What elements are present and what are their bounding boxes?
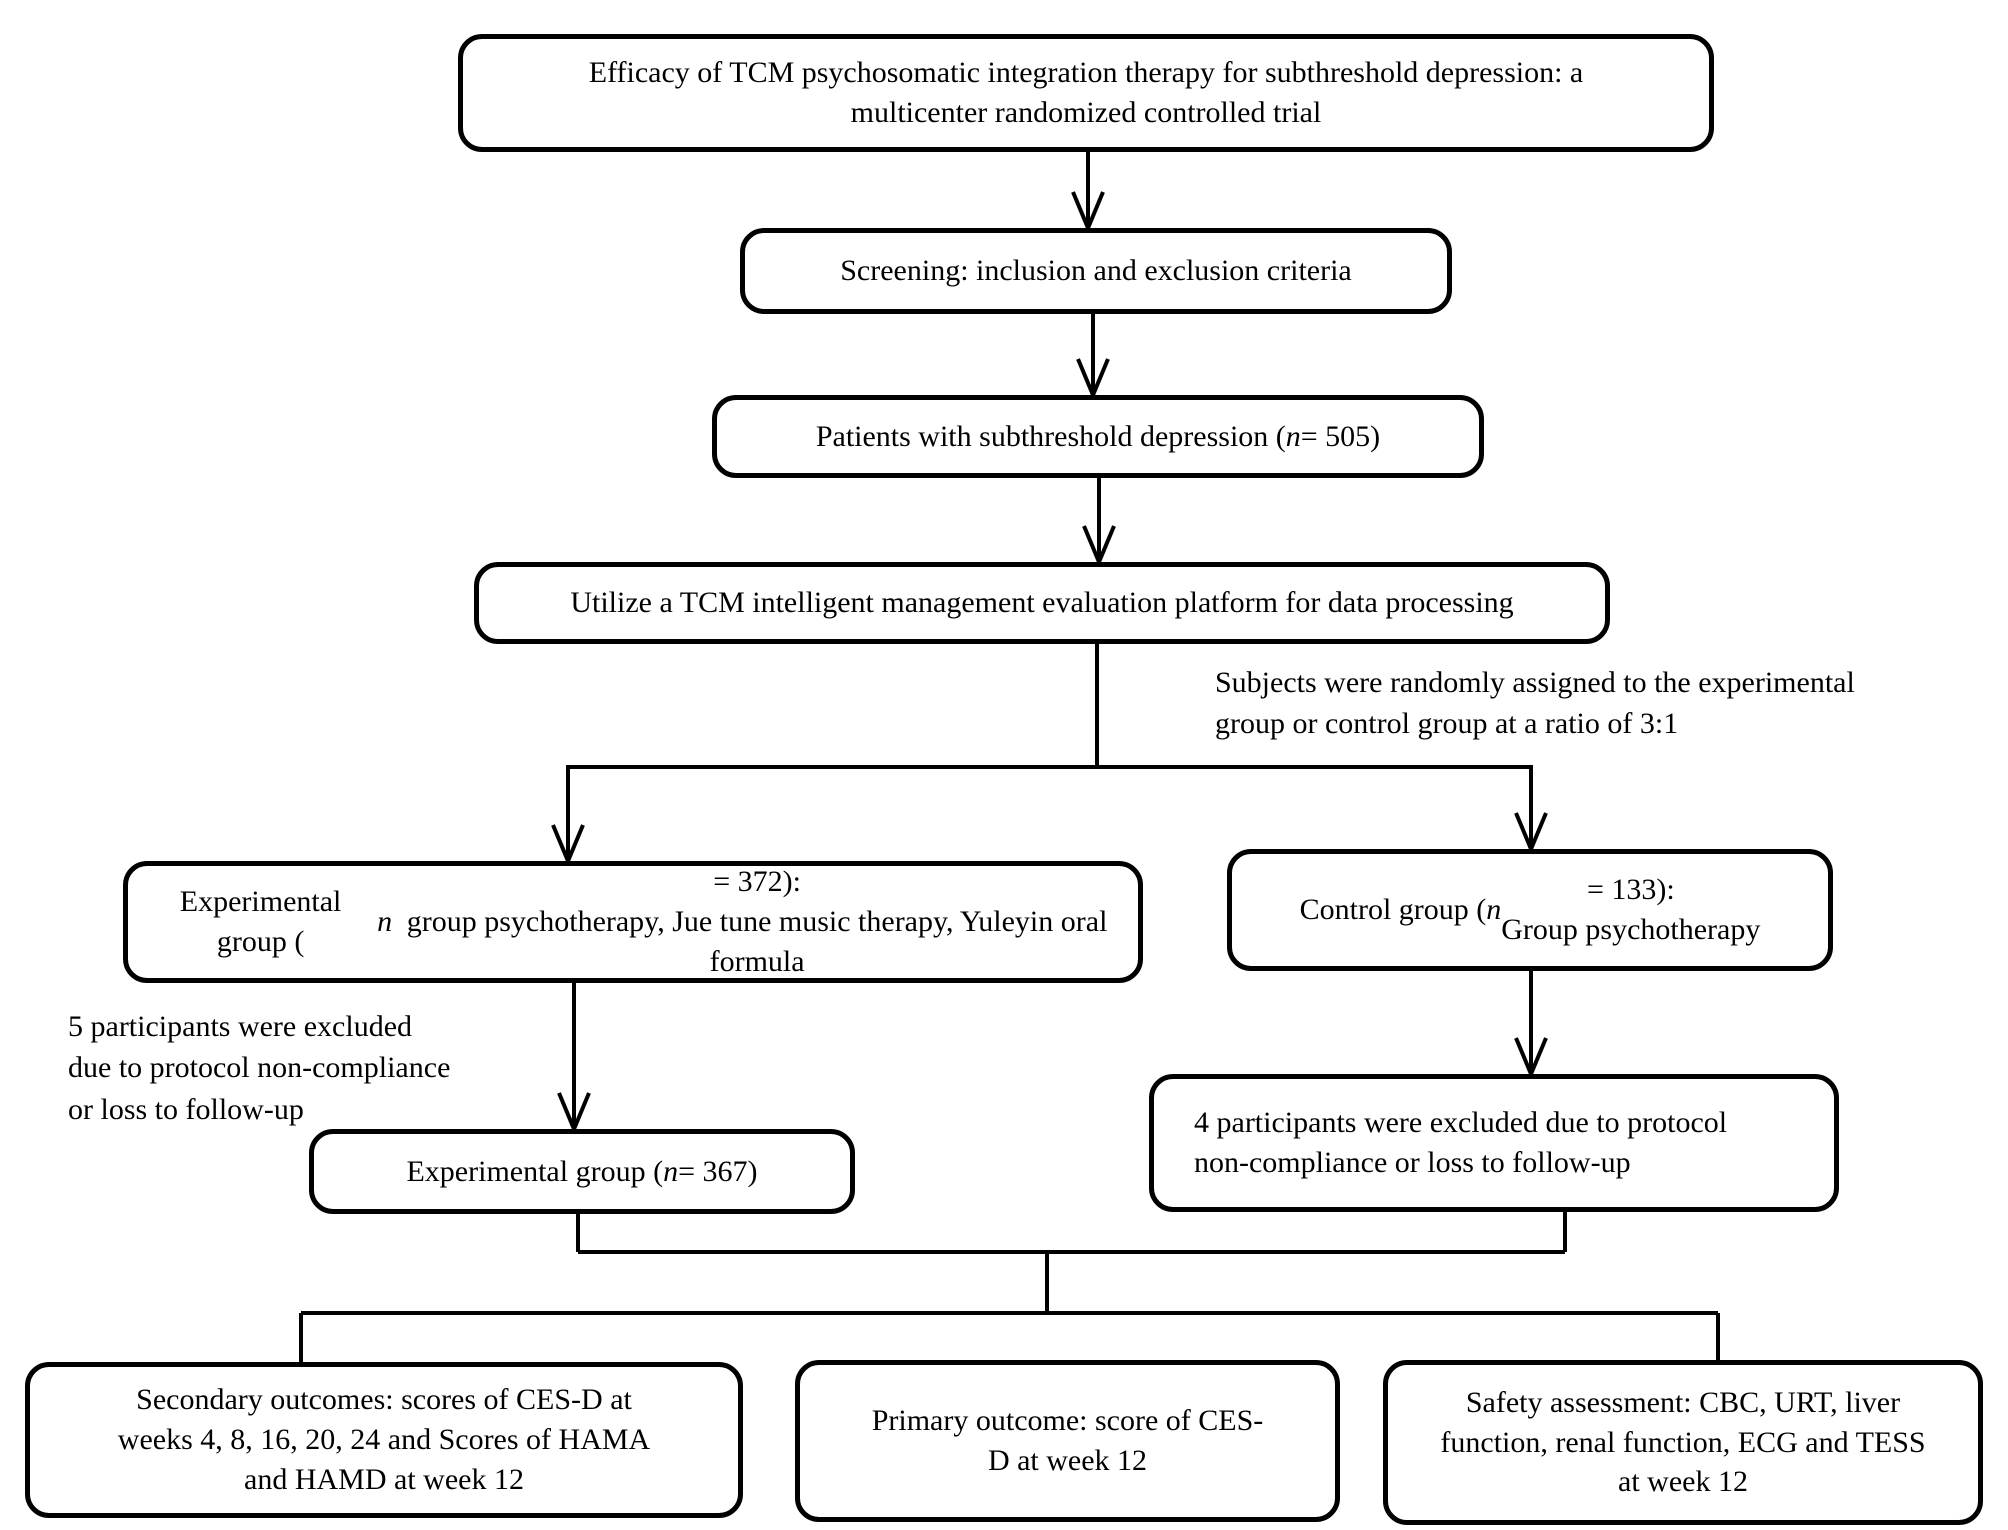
arrow-title-to-screening [1071, 152, 1105, 234]
note-randomization: Subjects were randomly assigned to the e… [1215, 666, 1855, 741]
box-experimental-group: Experimental group (n = 372): group psyc… [123, 861, 1143, 983]
arrow-patients-to-platform [1082, 478, 1116, 568]
box-control-group: Control group (n = 133): Group psychothe… [1227, 849, 1833, 971]
box-title: Efficacy of TCM psychosomatic integratio… [458, 34, 1714, 152]
box-screening: Screening: inclusion and exclusion crite… [740, 228, 1452, 314]
box-safety-assessment: Safety assessment: CBC, URT, liver funct… [1383, 1360, 1983, 1525]
box-primary-outcome: Primary outcome: score of CES- D at week… [795, 1360, 1340, 1522]
box-control-excluded: 4 participants were excluded due to prot… [1149, 1074, 1839, 1212]
box-platform: Utilize a TCM intelligent management eva… [474, 562, 1610, 644]
bracket-outcomes [299, 1311, 1720, 1362]
box-patients: Patients with subthreshold depression (n… [712, 395, 1484, 478]
note-excluded-experimental: 5 participants were excluded due to prot… [68, 1010, 451, 1126]
box-experimental-group-after: Experimental group (n = 367) [309, 1129, 855, 1214]
box-secondary-outcomes: Secondary outcomes: scores of CES-D at w… [25, 1362, 743, 1518]
arrow-control-to-excluded [1514, 971, 1548, 1080]
bracket-arms-join [576, 1212, 1567, 1313]
arrow-screening-to-patients [1076, 314, 1110, 401]
arrow-split-to-control [1514, 765, 1548, 855]
arrow-split-to-experimental [551, 765, 585, 867]
arrow-experimental-to-after [557, 983, 591, 1135]
